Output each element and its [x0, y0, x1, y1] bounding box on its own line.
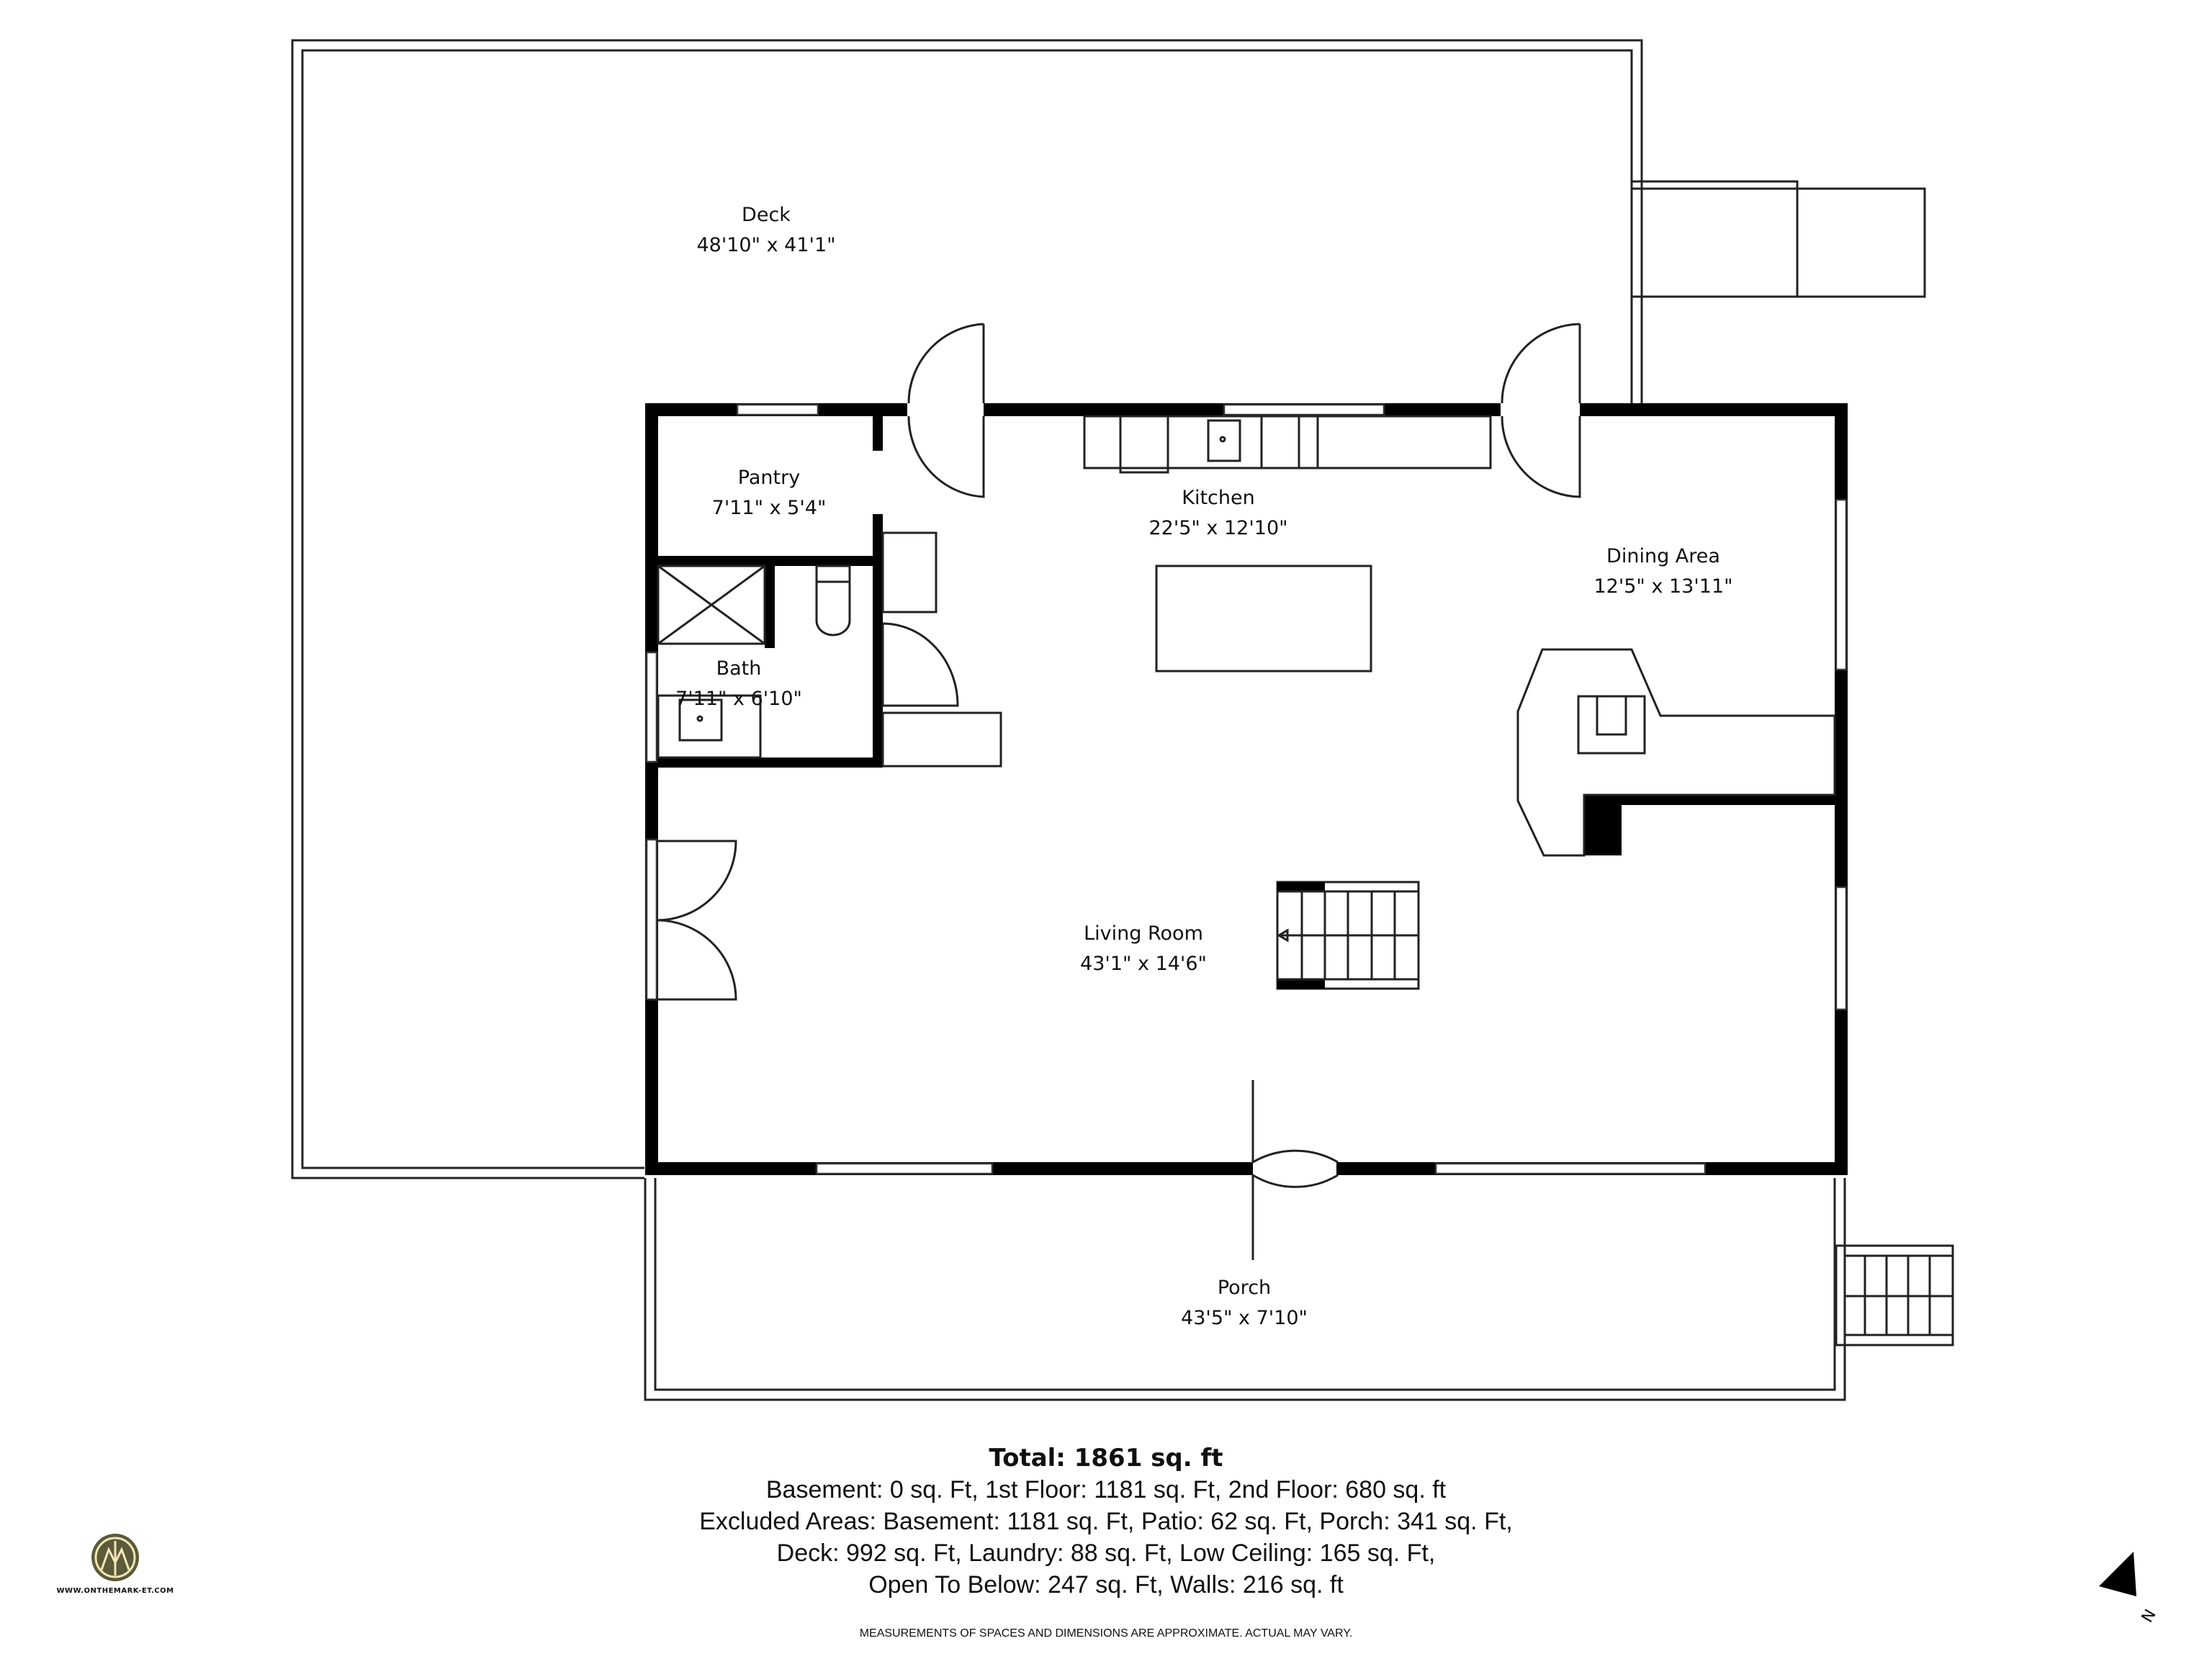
- sink: [1207, 419, 1241, 462]
- laundry-units: [881, 531, 1002, 768]
- area-summary: Total: 1861 sq. ft Basement: 0 sq. Ft, 1…: [0, 1442, 2212, 1601]
- room-name: Living Room: [1084, 922, 1203, 945]
- summary-line: Excluded Areas: Basement: 1181 sq. Ft, P…: [699, 1508, 1513, 1535]
- room-name: Kitchen: [1182, 487, 1255, 509]
- room-name: Porch: [1217, 1277, 1272, 1299]
- kitchen-counter: [1083, 415, 1492, 474]
- room-name: Deck: [742, 204, 791, 226]
- deck-steps: [1630, 180, 1926, 298]
- door-swings: [656, 323, 1581, 1260]
- company-logo: WWW.ONTHEMARK-ET.COM: [50, 1534, 180, 1595]
- fireplace: [1516, 648, 1836, 857]
- stairs: [1276, 881, 1420, 990]
- room-deck: Deck 48'10" x 41'1": [696, 200, 835, 261]
- compass-label: N: [2139, 1606, 2160, 1626]
- room-bath: Bath 7'11" x 6'10": [675, 654, 802, 714]
- logo-mark-icon: [91, 1534, 139, 1581]
- room-dims: 22'5" x 12'10": [1148, 517, 1288, 539]
- room-kitchen: Kitchen 22'5" x 12'10": [1148, 483, 1287, 544]
- room-dims: 7'11" x 5'4": [711, 497, 827, 519]
- room-living-room: Living Room 43'1" x 14'6": [1080, 919, 1207, 979]
- room-dims: 12'5" x 13'11": [1593, 575, 1733, 598]
- summary-line: Basement: 0 sq. Ft, 1st Floor: 1181 sq. …: [765, 1476, 1447, 1503]
- windows: [645, 403, 1848, 1175]
- room-dims: 7'11" x 6'10": [675, 688, 802, 710]
- room-porch: Porch 43'5" x 7'10": [1181, 1273, 1308, 1334]
- disclaimer: MEASUREMENTS OF SPACES AND DIMENSIONS AR…: [859, 1627, 1353, 1640]
- stove: [1119, 415, 1169, 474]
- room-dims: 43'5" x 7'10": [1181, 1307, 1308, 1329]
- room-dims: 43'1" x 14'6": [1080, 953, 1207, 975]
- room-name: Dining Area: [1606, 545, 1720, 567]
- room-name: Pantry: [737, 467, 801, 489]
- room-dining-area: Dining Area 12'5" x 13'11": [1593, 541, 1732, 602]
- porch-steps: [1835, 1244, 1954, 1346]
- room-dims: 48'10" x 41'1": [696, 234, 836, 256]
- shower: [657, 565, 766, 645]
- deck-outline: [291, 39, 1643, 1179]
- room-name: Bath: [716, 657, 762, 680]
- total-area: Total: 1861 sq. ft: [989, 1444, 1223, 1473]
- room-pantry: Pantry 7'11" x 5'4": [712, 463, 827, 523]
- kitchen-island: [1155, 565, 1372, 673]
- toilet: [815, 565, 851, 637]
- summary-line: Open To Below: 247 sq. Ft, Walls: 216 sq…: [868, 1571, 1344, 1599]
- bath-vanity: [657, 694, 762, 759]
- summary-line: Deck: 992 sq. Ft, Laundry: 88 sq. Ft, Lo…: [776, 1539, 1436, 1567]
- logo-url: WWW.ONTHEMARK-ET.COM: [56, 1587, 174, 1595]
- north-arrow-icon: N: [2099, 1552, 2185, 1638]
- interior-walls: [658, 416, 1835, 855]
- door-openings: [907, 403, 1580, 1175]
